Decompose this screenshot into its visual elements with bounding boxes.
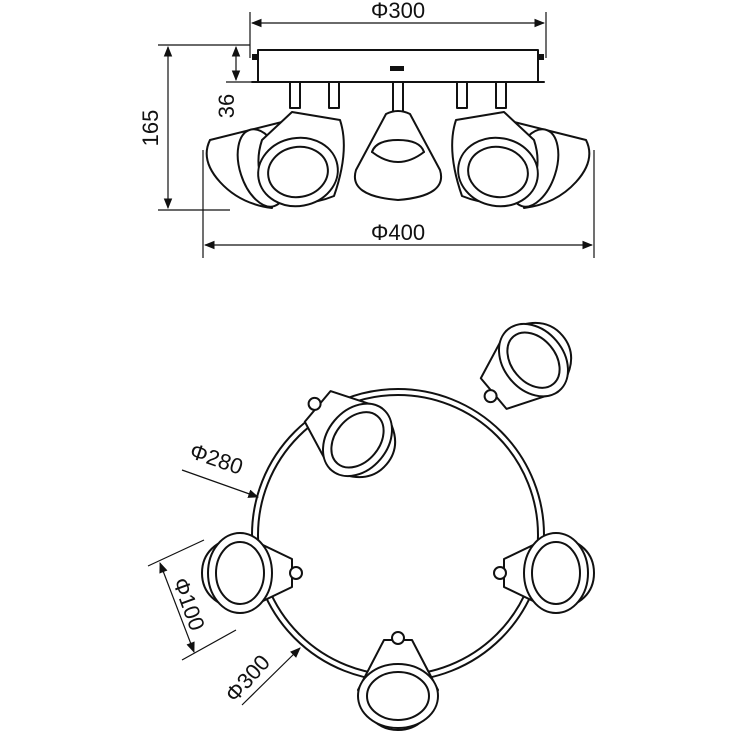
dim-bottom-diameter: Φ400 bbox=[371, 220, 425, 245]
dim-outer-diameter: Φ300 bbox=[220, 650, 275, 707]
spot-head-bottom bbox=[357, 631, 439, 731]
dim-ring-diameter: Φ280 bbox=[187, 438, 246, 479]
dim-height-total: 165 bbox=[138, 110, 163, 147]
spot-shade-right bbox=[451, 111, 539, 208]
spot-shade-left bbox=[257, 111, 345, 208]
spot-head-top-left bbox=[303, 390, 397, 479]
side-view: Φ300 bbox=[138, 0, 595, 258]
spot-head-top-right bbox=[479, 321, 573, 410]
top-view: Φ280 Φ100 Φ300 bbox=[147, 321, 595, 731]
spot-head-right bbox=[493, 532, 595, 614]
spot-shade-center bbox=[353, 110, 443, 201]
spot-head-left bbox=[201, 532, 303, 614]
dim-top-diameter: Φ300 bbox=[371, 0, 425, 23]
base-plate bbox=[251, 49, 545, 83]
spot-stems bbox=[289, 81, 507, 117]
dim-height-base: 36 bbox=[214, 94, 239, 118]
